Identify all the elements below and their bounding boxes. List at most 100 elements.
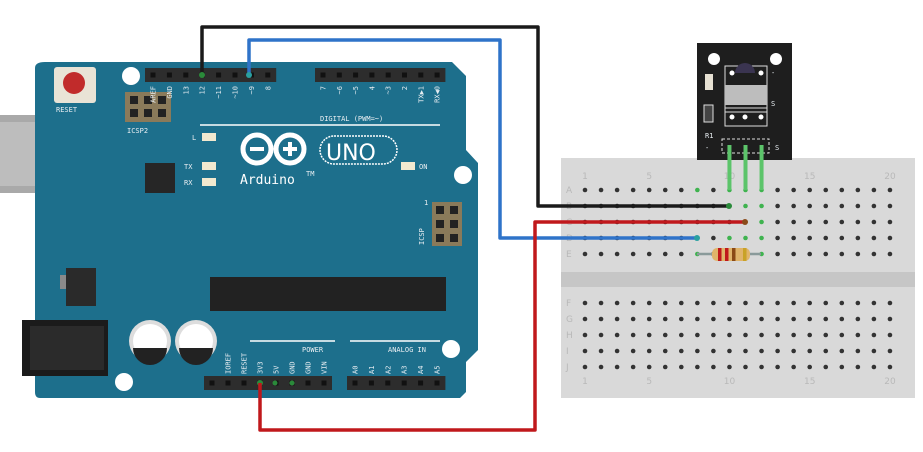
breadboard-hole[interactable]: [775, 219, 780, 225]
breadboard-hole[interactable]: [662, 332, 668, 338]
breadboard-hole[interactable]: [871, 332, 877, 338]
breadboard-hole[interactable]: [839, 332, 845, 338]
header-pin[interactable]: [352, 380, 358, 386]
breadboard-hole[interactable]: [598, 332, 604, 338]
breadboard-hole[interactable]: [582, 364, 588, 370]
breadboard-hole[interactable]: [791, 332, 796, 338]
header-pin[interactable]: [216, 72, 222, 78]
header-pin[interactable]: [434, 380, 440, 386]
breadboard-hole[interactable]: [646, 187, 652, 193]
breadboard-hole[interactable]: [695, 364, 700, 370]
header-pin[interactable]: [418, 72, 424, 78]
header-pin[interactable]: [336, 72, 342, 78]
breadboard-hole[interactable]: [630, 300, 636, 306]
header-pin[interactable]: [166, 72, 172, 78]
breadboard-hole[interactable]: [791, 187, 796, 193]
header-pin[interactable]: [321, 380, 327, 386]
breadboard-hole[interactable]: [727, 364, 732, 370]
breadboard-hole[interactable]: [614, 251, 620, 257]
breadboard-hole[interactable]: [598, 316, 604, 322]
breadboard-hole[interactable]: [855, 235, 861, 241]
breadboard-hole[interactable]: [759, 300, 764, 306]
header-pin[interactable]: [418, 380, 424, 386]
breadboard-hole[interactable]: [695, 332, 700, 338]
breadboard-hole[interactable]: [630, 364, 636, 370]
breadboard-hole[interactable]: [807, 187, 812, 193]
breadboard-hole[interactable]: [807, 203, 812, 209]
breadboard-hole[interactable]: [727, 348, 732, 354]
breadboard-hole[interactable]: [871, 187, 877, 193]
breadboard-hole[interactable]: [743, 348, 748, 354]
header-pin[interactable]: [401, 380, 407, 386]
breadboard-hole[interactable]: [839, 316, 845, 322]
breadboard-hole[interactable]: [614, 187, 620, 193]
header-pin[interactable]: [232, 72, 238, 78]
breadboard-hole[interactable]: [679, 187, 684, 193]
breadboard-hole[interactable]: [775, 316, 780, 322]
breadboard-hole[interactable]: [679, 364, 684, 370]
header-pin[interactable]: [385, 380, 391, 386]
breadboard-hole[interactable]: [630, 251, 636, 257]
breadboard-hole[interactable]: [727, 316, 732, 322]
breadboard-hole[interactable]: [695, 348, 700, 354]
breadboard-hole[interactable]: [807, 316, 812, 322]
breadboard-hole[interactable]: [598, 251, 604, 257]
breadboard-hole[interactable]: [791, 251, 796, 257]
breadboard-hole[interactable]: [695, 316, 700, 322]
breadboard-hole[interactable]: [775, 251, 780, 257]
breadboard-hole[interactable]: [630, 316, 636, 322]
breadboard-hole[interactable]: [646, 364, 652, 370]
breadboard-hole[interactable]: [823, 251, 829, 257]
breadboard-hole[interactable]: [759, 235, 764, 241]
header-pin[interactable]: [434, 72, 440, 78]
breadboard-hole[interactable]: [871, 300, 877, 306]
breadboard-hole[interactable]: [711, 364, 716, 370]
breadboard-hole[interactable]: [807, 235, 812, 241]
breadboard-hole[interactable]: [791, 235, 796, 241]
breadboard-hole[interactable]: [871, 203, 877, 209]
breadboard-hole[interactable]: [839, 348, 845, 354]
breadboard-hole[interactable]: [630, 187, 636, 193]
breadboard-hole[interactable]: [646, 251, 652, 257]
breadboard-hole[interactable]: [646, 332, 652, 338]
breadboard-hole[interactable]: [743, 316, 748, 322]
breadboard-hole[interactable]: [871, 235, 877, 241]
breadboard-hole[interactable]: [662, 300, 668, 306]
breadboard-hole[interactable]: [871, 251, 877, 257]
breadboard-hole[interactable]: [630, 348, 636, 354]
breadboard-hole[interactable]: [775, 332, 780, 338]
breadboard-hole[interactable]: [807, 332, 812, 338]
breadboard-hole[interactable]: [679, 316, 684, 322]
power-3v3-wire[interactable]: [258, 220, 745, 432]
breadboard-hole[interactable]: [743, 300, 748, 306]
breadboard-hole[interactable]: [711, 235, 716, 241]
breadboard-hole[interactable]: [727, 300, 732, 306]
breadboard-hole[interactable]: [598, 348, 604, 354]
header-pin[interactable]: [368, 380, 374, 386]
breadboard-hole[interactable]: [855, 348, 861, 354]
breadboard-hole[interactable]: [759, 348, 764, 354]
breadboard-hole[interactable]: [695, 300, 700, 306]
breadboard-hole[interactable]: [646, 316, 652, 322]
breadboard-hole[interactable]: [823, 348, 829, 354]
gnd-wire[interactable]: [200, 25, 729, 208]
breadboard-hole[interactable]: [791, 364, 796, 370]
breadboard-hole[interactable]: [630, 332, 636, 338]
breadboard-hole[interactable]: [775, 235, 780, 241]
breadboard-hole[interactable]: [743, 364, 748, 370]
breadboard-hole[interactable]: [582, 187, 588, 193]
breadboard-hole[interactable]: [839, 219, 845, 225]
breadboard-hole[interactable]: [887, 348, 893, 354]
breadboard-hole[interactable]: [791, 316, 796, 322]
breadboard-hole[interactable]: [823, 187, 829, 193]
breadboard-hole[interactable]: [662, 251, 668, 257]
breadboard-hole[interactable]: [855, 251, 861, 257]
breadboard-hole[interactable]: [679, 348, 684, 354]
breadboard-hole[interactable]: [807, 251, 812, 257]
breadboard-hole[interactable]: [614, 316, 620, 322]
breadboard-hole[interactable]: [791, 203, 796, 209]
breadboard-hole[interactable]: [775, 187, 780, 193]
breadboard-hole[interactable]: [679, 332, 684, 338]
breadboard-hole[interactable]: [759, 364, 764, 370]
breadboard-hole[interactable]: [662, 348, 668, 354]
